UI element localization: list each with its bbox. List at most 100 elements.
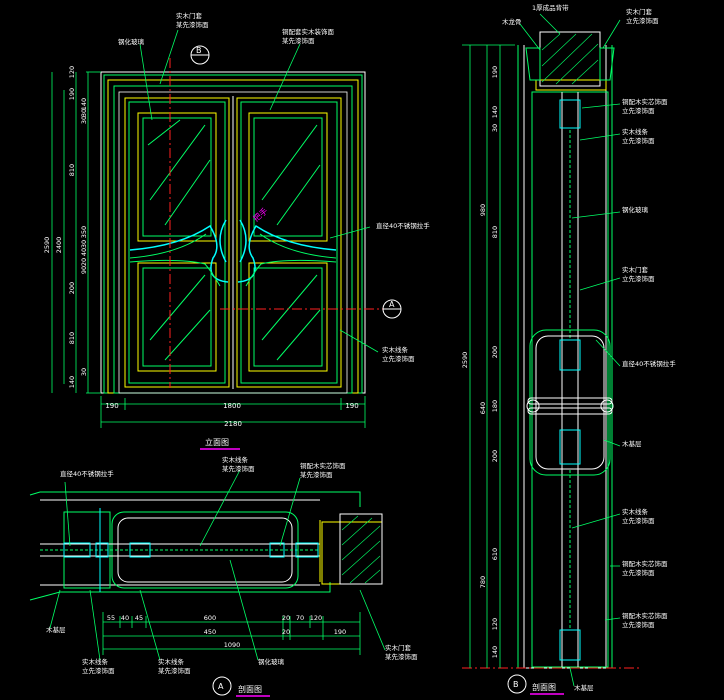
- elevation-label-4-line1: 立先漆饰面: [382, 354, 415, 363]
- elevation-leaders: [139, 29, 379, 353]
- svg-text:B: B: [196, 46, 202, 55]
- section-label-10-line1: 立先漆饰面: [622, 568, 655, 577]
- vertical-section-outline: [517, 31, 616, 669]
- svg-text:B: B: [513, 680, 519, 689]
- section-view-title: 剖面图: [532, 682, 556, 692]
- elevation-dim-left-3: 140: [80, 98, 88, 110]
- elevation-dim-left-10: 30: [80, 368, 88, 376]
- plan-label-7-line0: 实木门套: [385, 643, 412, 652]
- door-leaf-left: [124, 97, 230, 388]
- elevation-label-4-line0: 实木线条: [382, 345, 409, 354]
- elevation-dim-left-13: 40: [80, 248, 88, 256]
- door-leaf-right: [236, 97, 342, 388]
- section-label-7: 直径40不锈钢拉手: [622, 359, 676, 368]
- section-dim-6: 640: [479, 402, 487, 414]
- elevation-dim-left-12: 20: [80, 258, 88, 266]
- elevation-dim-left-8: 810: [68, 332, 76, 344]
- plan-frame-hatch: [341, 515, 381, 584]
- elevation-dim-bottom-1: 1800: [223, 402, 241, 410]
- section-dim-3: 980: [479, 204, 487, 216]
- plan-section-outline: [29, 491, 383, 601]
- plan-dim-row1-1: 40: [121, 614, 129, 622]
- plan-dim-row1-2: 45: [135, 614, 143, 622]
- section-dim-12: 140: [491, 646, 499, 658]
- section-leaders: [519, 13, 621, 687]
- elevation-dim-bottom-2: 190: [345, 402, 358, 410]
- plan-dim-row2-0: 450: [204, 628, 216, 636]
- section-dim-11: 120: [491, 618, 499, 630]
- elevation-dim-left-11: 30: [80, 116, 88, 124]
- section-dims: [462, 44, 515, 668]
- plan-dim-row2-2: 190: [334, 628, 346, 636]
- elevation-label-2-line1: 某先漆饰面: [282, 36, 315, 45]
- callout-b-elevation: B: [190, 45, 210, 65]
- plan-label-3: 木基层: [46, 625, 66, 634]
- section-dim-8: 200: [491, 450, 499, 462]
- plan-label-1-line1: 某先漆饰面: [222, 464, 255, 473]
- section-label-1: 1厚成品背带: [532, 3, 569, 12]
- elevation-dim-left-6: 2400: [55, 237, 63, 254]
- elevation-dim-left-14: 30: [80, 240, 88, 248]
- elevation-label-0-line1: 某先漆饰面: [176, 20, 209, 29]
- plan-leaders: [49, 469, 386, 661]
- plan-label-5-line1: 某先漆饰面: [158, 666, 191, 675]
- section-dim-5: 200: [491, 346, 499, 358]
- callout-b-section: B: [507, 674, 527, 694]
- plan-section-view: 直径40不锈钢拉手实木线条某先漆饰面铜配木实芯饰面某先漆饰面木基层实木线条立先漆…: [29, 455, 418, 697]
- elevation-label-2-line0: 铜配套实木装饰面: [282, 27, 335, 36]
- elevation-dims-bottom: [100, 396, 366, 428]
- section-top-hatch: [541, 33, 599, 85]
- plan-label-7-line1: 某先漆饰面: [385, 652, 418, 661]
- plan-dim-row2-1: 20: [282, 628, 290, 636]
- elevation-label-0-line0: 实木门套: [176, 11, 203, 20]
- elevation-dim-total: 2180: [224, 420, 242, 428]
- callout-a-elevation: A: [382, 299, 402, 319]
- elevation-dim-left-7: 200: [68, 282, 76, 294]
- plan-view-title: 剖面图: [238, 684, 262, 694]
- section-label-9-line0: 实木线条: [622, 507, 649, 516]
- door-handles: [219, 219, 247, 263]
- section-dim-10: 780: [479, 576, 487, 588]
- section-dim-7: 180: [491, 400, 499, 412]
- plan-label-6: 钢化玻璃: [258, 657, 285, 666]
- section-label-11-line0: 铜配木实芯饰面: [622, 611, 668, 620]
- section-label-0: 木龙骨: [502, 17, 522, 26]
- plan-labels: 直径40不锈钢拉手实木线条某先漆饰面铜配木实芯饰面某先漆饰面木基层实木线条立先漆…: [46, 455, 418, 675]
- elevation-labels: 实木门套某先漆饰面钢化玻璃铜配套实木装饰面某先漆饰面直径40不锈钢拉手实木线条立…: [118, 11, 430, 363]
- plan-dim-row1-5: 70: [296, 614, 304, 622]
- elevation-dims-left: [51, 71, 101, 394]
- plan-dim-row1-6: 120: [310, 614, 322, 622]
- section-dim-0: 190: [491, 66, 499, 78]
- elevation-dim-left-2: 30: [80, 109, 88, 117]
- elevation-dim-left-5: 2590: [43, 237, 51, 254]
- section-label-5: 钢化玻璃: [622, 205, 649, 214]
- vertical-section-view: 木龙骨1厚成品背带实木门套立先漆饰面铜配木实芯饰面立先漆饰面实木线条立先漆饰面钢…: [461, 3, 676, 695]
- plan-label-5-line0: 实木线条: [158, 657, 185, 666]
- plan-label-4-line0: 实木线条: [82, 657, 109, 666]
- callout-a-plan: A: [212, 676, 232, 696]
- elevation-dim-left-4: 810: [68, 164, 76, 176]
- section-label-6-line1: 立先漆饰面: [622, 274, 655, 283]
- plan-label-2-line1: 某先漆饰面: [300, 470, 333, 479]
- plan-label-1-line0: 实木线条: [222, 455, 249, 464]
- section-dim-2: 30: [491, 124, 499, 132]
- elevation-dim-left-9: 140: [68, 376, 76, 388]
- section-label-3-line1: 立先漆饰面: [622, 106, 655, 115]
- elevation-dim-left-1: 190: [68, 88, 76, 100]
- section-label-8: 木基层: [622, 439, 642, 448]
- elevation-dim-left-16: 90: [80, 266, 88, 274]
- elevation-label-3: 直径40不锈钢拉手: [376, 221, 430, 230]
- section-dim-9: 610: [491, 548, 499, 560]
- section-label-12: 木基层: [574, 683, 594, 692]
- plan-dim-row1-4: 20: [282, 614, 290, 622]
- section-label-2-line1: 立先漆饰面: [626, 16, 659, 25]
- section-dim-1: 140: [491, 106, 499, 118]
- section-label-6-line0: 实木门套: [622, 265, 649, 274]
- plan-dim-total: 1090: [224, 641, 241, 649]
- door-frame: [100, 71, 366, 394]
- section-label-11-line1: 立先漆饰面: [622, 620, 655, 629]
